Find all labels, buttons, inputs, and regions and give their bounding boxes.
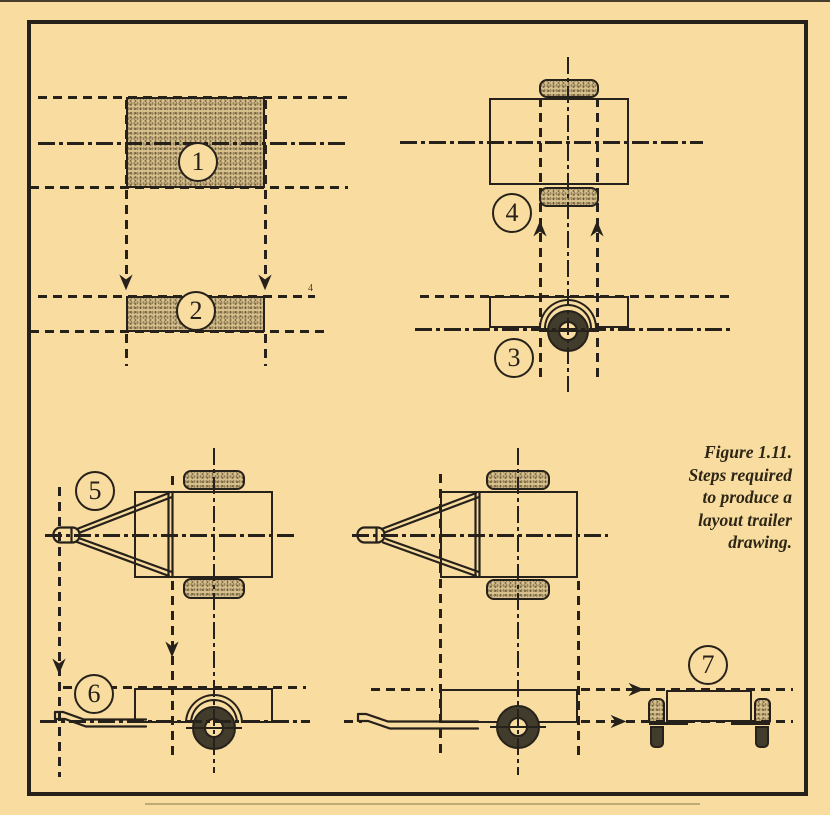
step4-centerline-vertical <box>566 57 570 392</box>
step6-ground-centerline <box>40 720 310 723</box>
trailer2-wheel-crosshair <box>490 726 546 728</box>
step4-projection-line-left <box>538 98 542 382</box>
figure-caption: Figure 1.11. Steps required to produce a… <box>600 441 792 554</box>
trailer2-extension-line-top-left <box>371 688 433 691</box>
step7-tire-right-lower <box>755 726 769 748</box>
step-badge-5: 5 <box>75 471 115 511</box>
step2-projection-stub-left <box>124 334 128 366</box>
step7-axle-stub-left <box>649 722 688 725</box>
trailer2-centerline-vertical <box>516 448 520 775</box>
step5-projection-line-body <box>170 581 174 755</box>
figure-frame <box>27 20 808 796</box>
step7-transfer-line-top <box>581 688 793 691</box>
step5-centerline-vertical <box>212 448 216 773</box>
step6-wheel-crosshair <box>186 727 242 729</box>
caption-line-5: drawing. <box>728 532 792 552</box>
step-badge-3: 3 <box>494 338 534 378</box>
trailer2-projection-line-right <box>576 581 580 760</box>
trailer2-extension-stub-bottom <box>344 720 362 723</box>
scan-edge-top <box>0 0 830 2</box>
caption-line-2: Steps required <box>688 464 792 485</box>
caption-line-1: Figure 1.11. <box>703 442 792 462</box>
step7-axle-stub-right <box>731 722 770 725</box>
scan-edge-bottom <box>145 803 700 805</box>
step3-axle-centerline <box>415 328 730 331</box>
step6-extension-line-top <box>63 686 306 689</box>
stray-print-mark: 4 <box>308 283 313 294</box>
step7-transfer-line-bottom <box>581 720 793 723</box>
step4-centerline-horizontal <box>400 141 703 144</box>
step-badge-6: 6 <box>74 674 114 714</box>
step7-rear-body <box>666 690 752 722</box>
trailer2-centerline-horizontal <box>352 534 608 537</box>
step7-tire-left-upper <box>648 698 665 723</box>
caption-line-4: layout trailer <box>698 509 792 530</box>
step5-projection-stub <box>170 476 174 490</box>
step4-projection-line-right <box>595 98 599 382</box>
step5-projection-line-hitch <box>57 487 61 777</box>
step1-projection-line-right <box>264 100 267 283</box>
step3-wheel-crosshair <box>540 330 596 332</box>
step-badge-7: 7 <box>688 645 728 685</box>
step1-projection-line-left <box>124 100 128 283</box>
trailer2-projection-line-left <box>438 474 442 758</box>
step-badge-2: 2 <box>176 291 216 331</box>
step5-centerline-horizontal <box>45 534 298 537</box>
step-badge-4: 4 <box>492 193 532 233</box>
step7-tire-left-lower <box>650 726 664 748</box>
caption-line-3: to produce a <box>702 487 792 507</box>
step2-projection-stub-right <box>264 334 267 366</box>
step-badge-1: 1 <box>178 142 218 182</box>
